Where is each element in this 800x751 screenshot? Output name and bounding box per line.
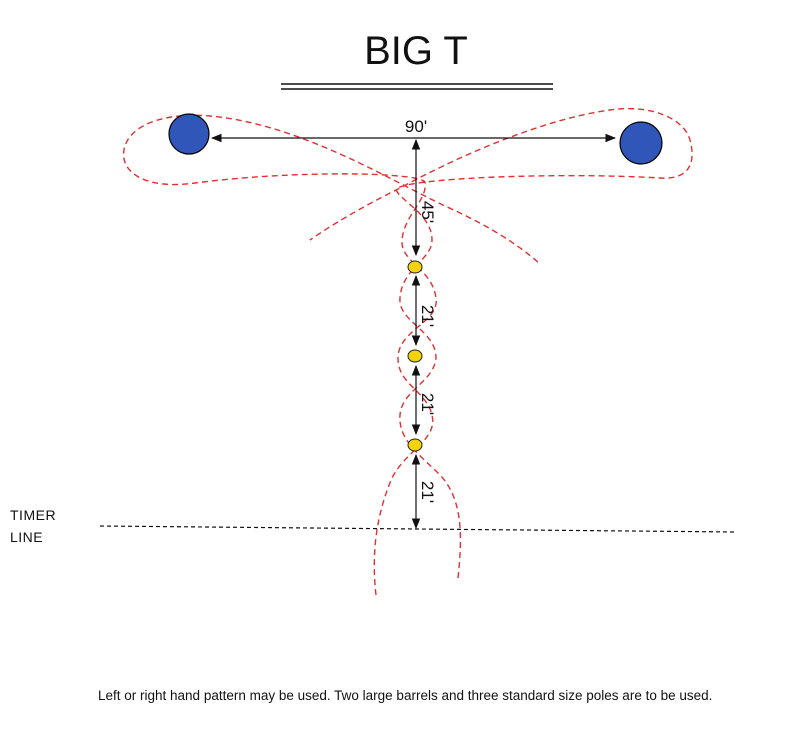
pole-2-icon — [407, 349, 423, 363]
timer-label-line2: LINE — [10, 529, 43, 545]
timer-line — [99, 525, 737, 533]
pattern-path-right-loop — [309, 107, 693, 579]
dimension-label-21-first: 21' — [418, 305, 437, 327]
dimension-label-45: 45' — [418, 201, 437, 223]
barrel-left-icon — [168, 113, 210, 155]
pattern-path-left-loop — [122, 114, 541, 596]
pattern-note: Left or right hand pattern may be used. … — [98, 688, 713, 703]
timer-label-line1: TIMER — [10, 507, 56, 523]
dimension-label-21-second: 21' — [418, 393, 437, 415]
pole-3-icon — [407, 438, 423, 452]
dimension-label-21-third: 21' — [418, 481, 437, 503]
dimension-label-90: 90' — [405, 117, 427, 136]
barrel-right-icon — [619, 121, 663, 165]
page-title: BIG T — [364, 29, 468, 73]
pole-1-icon — [407, 260, 423, 274]
dimension-label-90-bg — [398, 116, 434, 134]
